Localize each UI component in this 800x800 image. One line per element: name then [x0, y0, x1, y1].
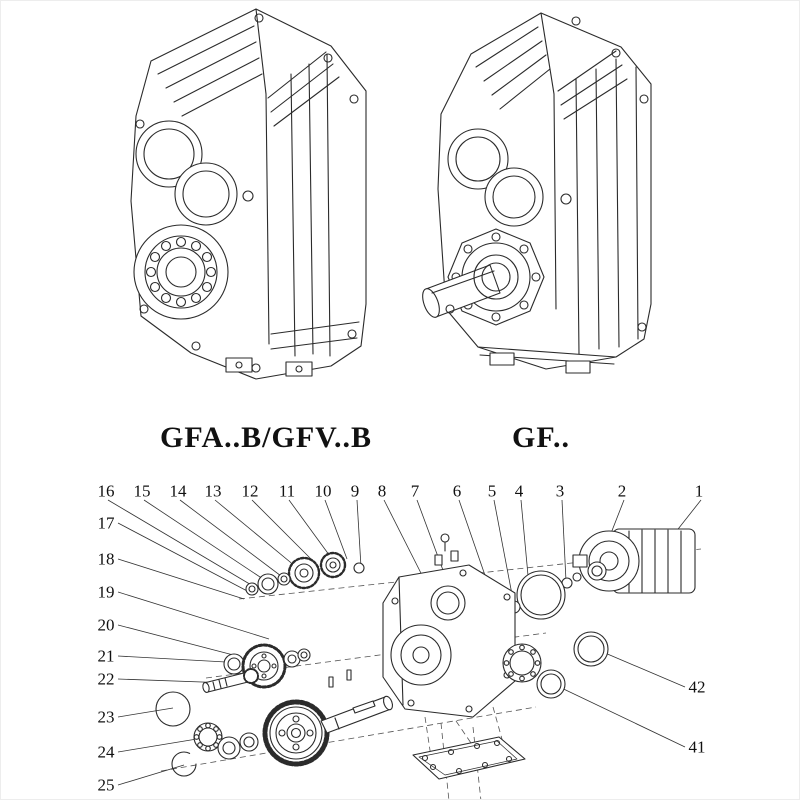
gear-housing: [382, 533, 516, 718]
side-ribs: [270, 53, 360, 357]
side-ribs: [477, 58, 639, 365]
oil-plug: [254, 13, 264, 23]
part-callout-1: 1: [694, 481, 704, 501]
part-callout-17: 17: [97, 513, 115, 533]
roof-ribs: [157, 25, 340, 127]
part-callout-23: 23: [97, 707, 115, 727]
gearbox-drawing-right: [416, 9, 706, 394]
output-shaft-parts: [155, 669, 394, 777]
part-callout-24: 24: [97, 742, 115, 762]
gearbox-drawing-left: [96, 4, 396, 404]
intermediate-shaft-parts: [202, 643, 311, 693]
part-callout-15: 15: [133, 481, 151, 501]
part-callout-22: 22: [97, 669, 115, 689]
part-callout-25: 25: [97, 775, 115, 795]
part-callout-21: 21: [97, 646, 115, 666]
part-callout-16: 16: [97, 481, 115, 501]
part-callout-8: 8: [377, 481, 387, 501]
part-callout-20: 20: [97, 615, 115, 635]
housing-silhouette: [130, 8, 367, 380]
input-bores: [447, 128, 544, 227]
part-callout-14: 14: [169, 481, 187, 501]
exploded-diagram-art: [107, 499, 702, 799]
part-callout-6: 6: [452, 481, 462, 501]
gasket-plate: [412, 736, 526, 780]
part-callout-18: 18: [97, 549, 115, 569]
gearbox-right-art: [422, 12, 652, 374]
oil-plug: [571, 16, 581, 26]
bolt-bosses: [135, 53, 359, 373]
output-bearing: [133, 224, 229, 320]
bolt-bosses: [445, 48, 649, 332]
part-callout-9: 9: [350, 481, 360, 501]
part-callout-3: 3: [555, 481, 565, 501]
part-callout-41: 41: [688, 737, 706, 757]
gearbox-left-art: [130, 8, 367, 380]
part-callout-11: 11: [278, 481, 296, 501]
motor-unit: [572, 528, 696, 594]
roof-ribs: [475, 26, 628, 120]
part-callout-10: 10: [314, 481, 332, 501]
mounting-feet: [225, 357, 313, 377]
exploded-parts-diagram: 16 15 14 13 12 11 10 9 8 7 6 5 4 3 2 1 1…: [1, 471, 799, 799]
output-covers: [502, 631, 609, 699]
part-callout-12: 12: [241, 481, 259, 501]
part-callout-13: 13: [204, 481, 222, 501]
output-shaft-assembly: [422, 228, 545, 326]
part-callout-7: 7: [410, 481, 420, 501]
part-callout-19: 19: [97, 582, 115, 602]
input-bores: [135, 120, 238, 226]
part-callout-4: 4: [514, 481, 524, 501]
part-callout-2: 2: [617, 481, 627, 501]
part-callout-42: 42: [688, 677, 706, 697]
mounting-feet: [489, 352, 591, 374]
input-shaft-parts: [245, 551, 365, 596]
part-callout-5: 5: [487, 481, 497, 501]
model-label-right: GF..: [512, 421, 570, 454]
model-label-left: GFA..B/GFV..B: [160, 421, 372, 454]
